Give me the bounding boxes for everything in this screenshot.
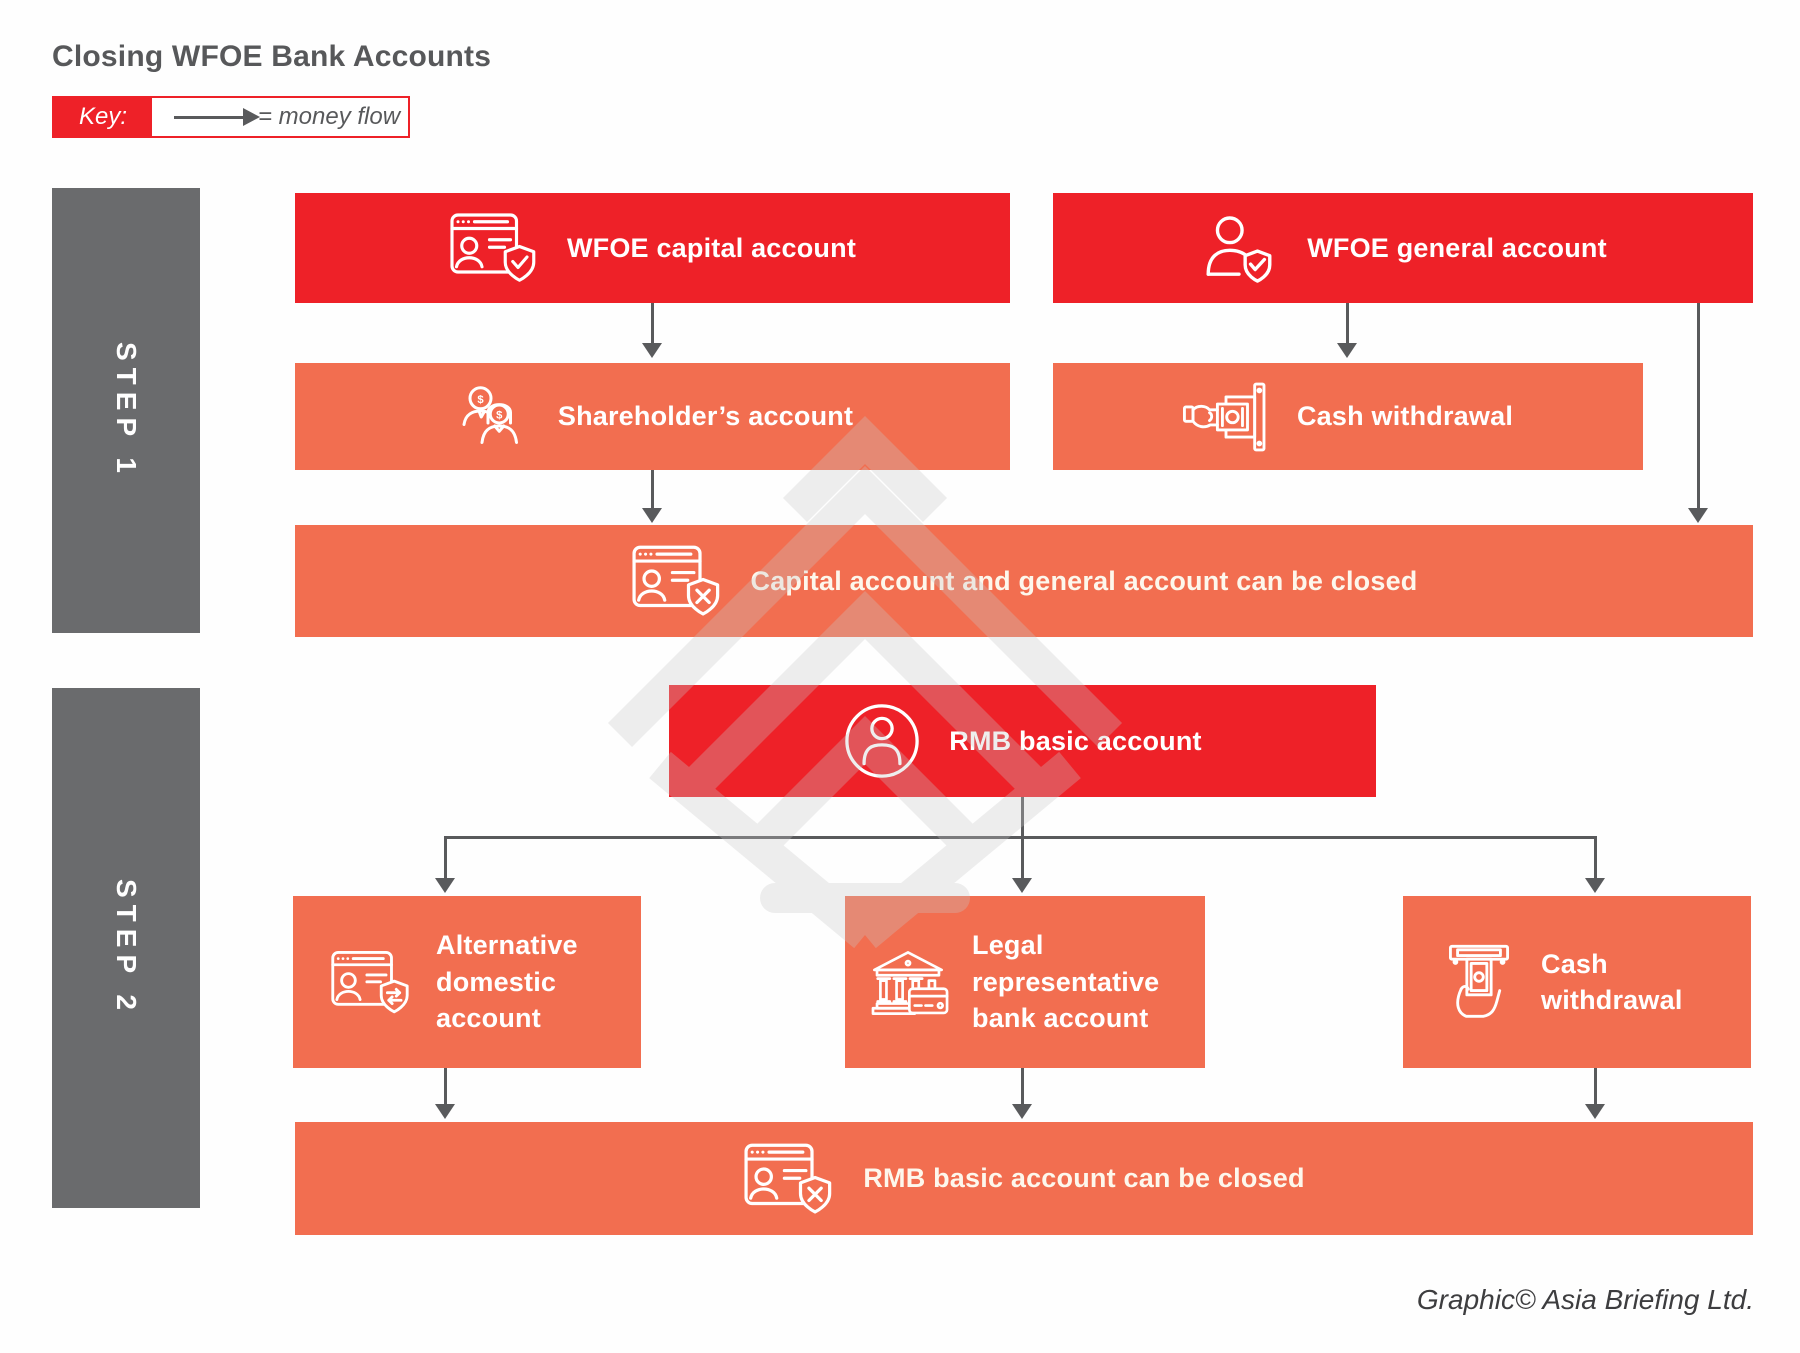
- box-rmb-closed: RMB basic account can be closed: [295, 1122, 1753, 1235]
- legend-key-meaning: = money flow: [258, 103, 401, 130]
- browser-user-shield-check-icon: [450, 213, 536, 282]
- page-title: Closing WFOE Bank Accounts: [52, 40, 492, 73]
- box-cash-withdrawal-step2: Cash withdrawal: [1403, 896, 1751, 1068]
- browser-user-shield-transfer-icon: [331, 950, 409, 1013]
- box-label: WFOE general account: [1307, 232, 1607, 263]
- box-alternative-domestic-account: Alternative domestic account: [293, 896, 641, 1068]
- box-label: WFOE capital account: [566, 232, 857, 263]
- box-label: Shareholder’s account: [557, 401, 854, 431]
- step-1-label: STEP 1: [111, 341, 142, 480]
- browser-user-shield-x-icon: [744, 1143, 832, 1214]
- box-label: Alternative domestic account: [436, 930, 578, 1034]
- flow-arrow-head: [1337, 343, 1357, 358]
- flow-arrow-head: [642, 343, 662, 358]
- flow-connector-line: [1020, 797, 1024, 838]
- credit-text: Graphic© Asia Briefing Ltd.: [1416, 1284, 1754, 1315]
- flow-arrow-head: [1012, 1104, 1032, 1119]
- box-label: Cash withdrawal: [1541, 948, 1683, 1015]
- step-1-bar: STEP 1: [52, 188, 200, 633]
- legend-key: Key: = money flow: [52, 96, 410, 138]
- flow-arrow-line: [650, 303, 654, 345]
- asia-briefing-logo-watermark: [607, 415, 1123, 949]
- flow-arrow-head: [1688, 508, 1708, 523]
- flow-arrow-head: [1012, 878, 1032, 893]
- user-circle-icon: [845, 704, 920, 778]
- step-2-label: STEP 2: [111, 879, 142, 1017]
- box-label: Cash withdrawal: [1296, 401, 1514, 431]
- two-persons-dollar-icon: $$: [462, 385, 518, 444]
- box-label: Capital account and general account can …: [750, 565, 1418, 596]
- flow-arrow-line: [1696, 303, 1700, 510]
- atm-slot-hand-icon: [1449, 944, 1509, 1018]
- flow-arrow-line: [1020, 1068, 1024, 1106]
- legend-key-label: Key:: [54, 98, 152, 136]
- svg-text:$: $: [496, 409, 503, 421]
- box-label: RMB basic account can be closed: [863, 1163, 1305, 1193]
- flow-branch-line: [443, 836, 1597, 839]
- flow-arrow-line: [650, 470, 654, 510]
- flow-arrow-head: [1585, 878, 1605, 893]
- legend-key-body: = money flow: [152, 98, 408, 136]
- box-cash-withdrawal-step1: Cash withdrawal: [1053, 363, 1643, 470]
- hand-cash-atm-icon: [1182, 382, 1266, 451]
- box-label: Legal representative bank account: [972, 930, 1160, 1034]
- box-rmb-basic-account: RMB basic account: [669, 685, 1376, 797]
- svg-text:$: $: [477, 393, 484, 405]
- money-flow-arrow-icon: [174, 107, 260, 126]
- box-wfoe-general-account: WFOE general account: [1053, 193, 1753, 303]
- flow-arrow-line: [443, 1068, 447, 1106]
- box-legal-representative-bank-account: Legal representative bank account: [845, 896, 1205, 1068]
- flow-arrow-line: [1345, 303, 1349, 345]
- flow-arrow-head: [642, 508, 662, 523]
- box-shareholder-account: $$ Shareholder’s account: [295, 363, 1010, 470]
- box-capital-general-closed: Capital account and general account can …: [295, 525, 1753, 637]
- flow-arrow-line: [443, 836, 447, 880]
- flow-arrow-line: [1020, 836, 1024, 880]
- flow-arrow-line: [1593, 836, 1597, 880]
- flow-arrow-head: [1585, 1104, 1605, 1119]
- flow-arrow-head: [435, 1104, 455, 1119]
- user-shield-check-icon: [1206, 216, 1272, 283]
- flow-arrow-head: [435, 878, 455, 893]
- bank-card-icon: [871, 951, 949, 1015]
- box-wfoe-capital-account: WFOE capital account: [295, 193, 1010, 303]
- browser-user-shield-x-icon: [631, 545, 719, 616]
- flow-arrow-line: [1593, 1068, 1597, 1106]
- step-2-bar: STEP 2: [52, 688, 200, 1208]
- box-label: RMB basic account: [949, 725, 1202, 756]
